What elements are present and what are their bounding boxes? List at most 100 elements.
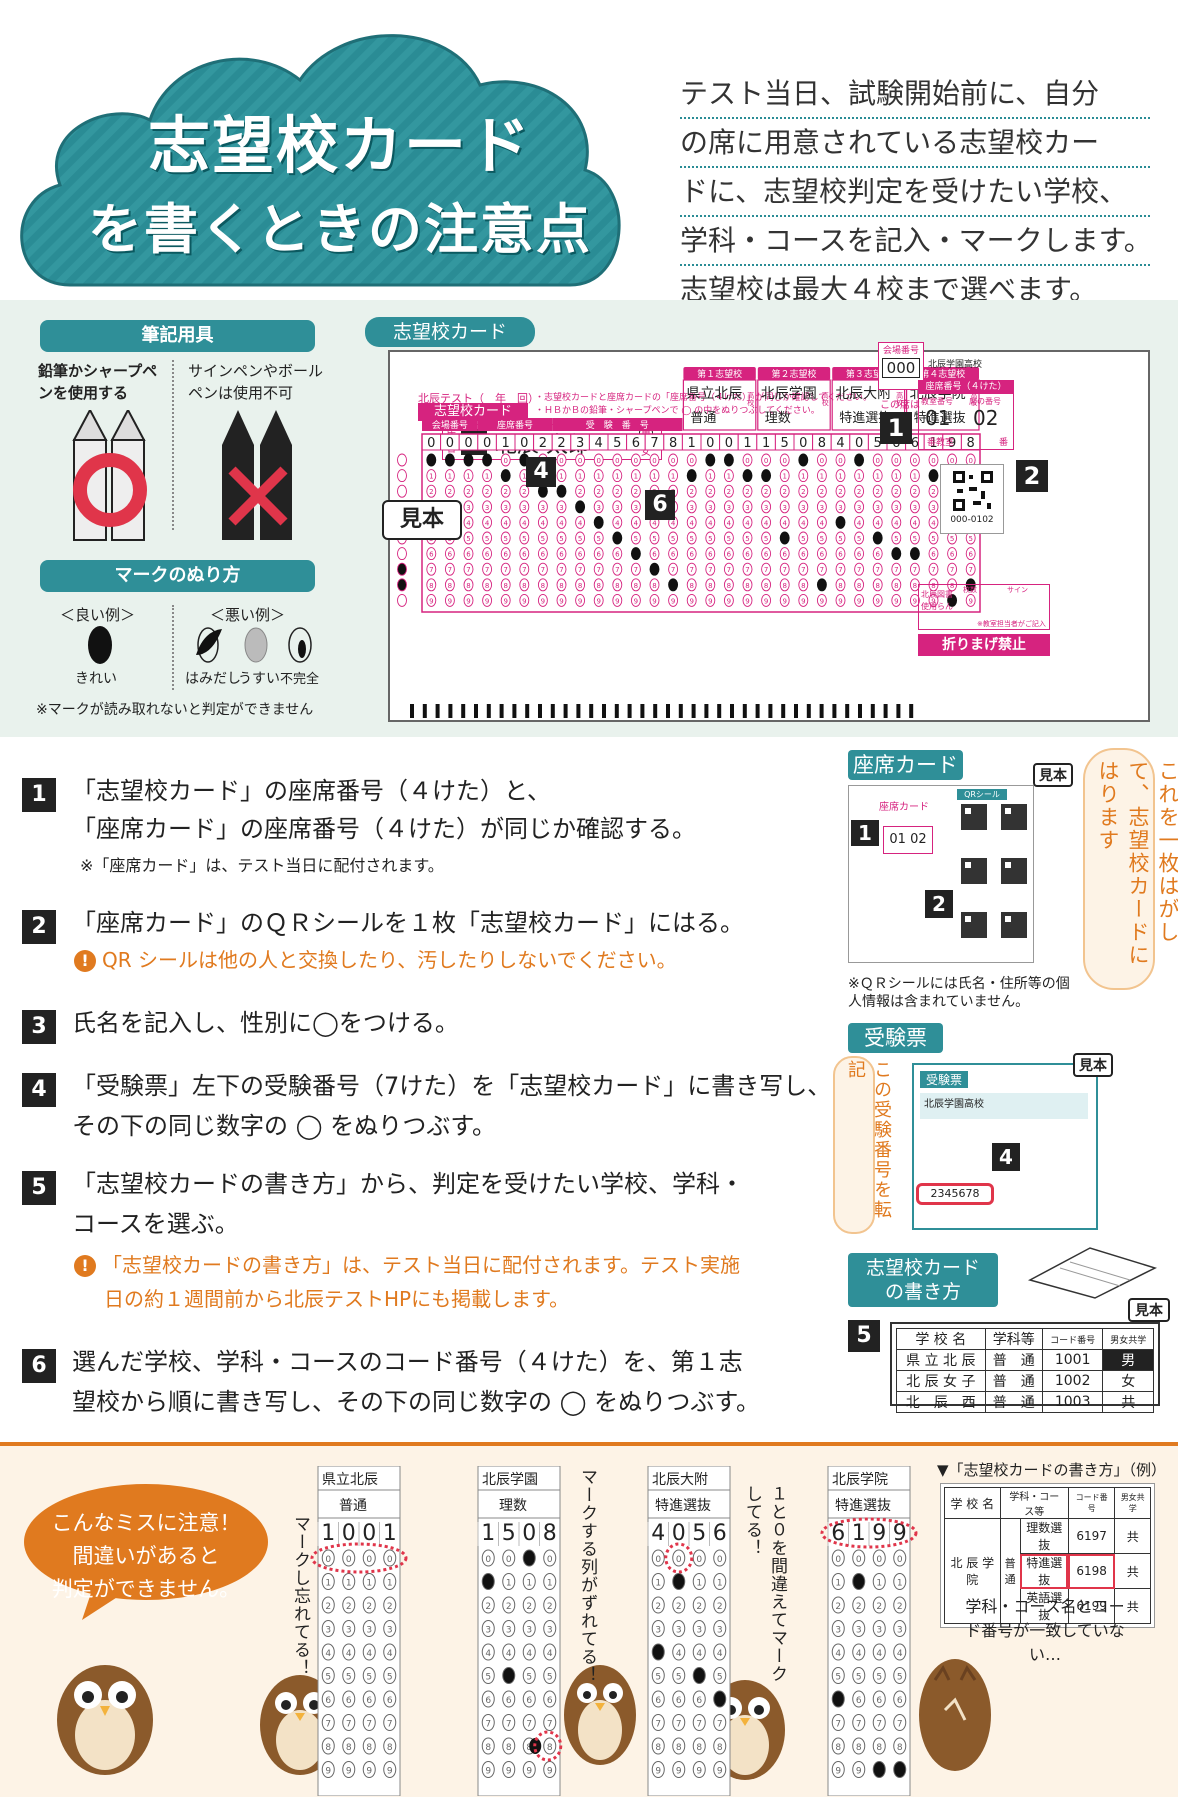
bubble-number: 5: [894, 535, 898, 543]
overflow-label: はみだし: [185, 671, 241, 687]
bubble-number: 6: [838, 551, 843, 559]
mini-code-digit: 0: [362, 1521, 376, 1546]
choice-label: 第４志望校: [920, 368, 965, 380]
sample-stamp: 見本: [382, 500, 462, 540]
bubble-grid: 会場番号座席番号受 験 番 号第１志望校県立北辰普通高校第２志望校北辰学園理数高…: [397, 367, 981, 718]
mini-bubble: [692, 1737, 706, 1755]
timing-mark: [678, 704, 683, 718]
mini-bubble: [543, 1643, 557, 1661]
mini-bubble-number: 4: [366, 1649, 372, 1659]
digit-value: 1: [929, 436, 937, 451]
mini-bubble: [672, 1667, 686, 1684]
bubble: [575, 593, 586, 607]
mini-bubble: [362, 1573, 376, 1590]
digit-value: 0: [706, 436, 714, 451]
mini-bubble: [831, 1667, 845, 1684]
mistake-card-2: 北辰学園理数1023456789501234678901234567898012…: [477, 1466, 563, 1796]
mini-bubble-number: 7: [325, 1720, 331, 1730]
mini-bubble: [872, 1549, 886, 1567]
bubble: [444, 562, 455, 576]
bubble-number: 8: [838, 582, 842, 590]
bubble-filled: [556, 484, 567, 498]
bubble-number: 2: [596, 488, 600, 496]
venue-box: 会場番号 000: [878, 342, 924, 390]
bubble: [854, 562, 865, 576]
howto-header: 男女共学: [1102, 1328, 1154, 1350]
mini-bubble-number: 3: [897, 1626, 903, 1636]
mini-bubble: [831, 1549, 845, 1567]
digit-value: 5: [781, 436, 789, 451]
library-label: 北辰図書使用らん: [921, 590, 953, 611]
bubble-number: 8: [615, 582, 619, 590]
mini-bubble: [893, 1667, 907, 1684]
bubble-filled: [761, 469, 772, 483]
timing-mark: [653, 704, 658, 718]
mini-course: 理数: [499, 1498, 527, 1514]
bubble-number: 2: [913, 488, 917, 496]
mini-bubble-number: 6: [547, 1696, 553, 1706]
bubble: [705, 531, 716, 545]
table-cell: 1003: [1041, 1391, 1104, 1413]
bad-example-label: ＜悪い例＞: [210, 606, 286, 624]
bubble-number: 8: [596, 582, 600, 590]
bubble-number: 6: [857, 551, 862, 559]
timing-mark: [602, 704, 606, 718]
bubble-number: 9: [559, 597, 563, 605]
bubble-number: 3: [745, 504, 749, 512]
mini-bubble: [872, 1643, 886, 1661]
step-4-line: その下の同じ数字の ◯ をぬりつぶす。: [72, 1112, 496, 1140]
bubble: [426, 562, 437, 576]
choice-box: [757, 379, 831, 431]
bubble-number: 6: [522, 551, 527, 559]
group-header-bg: [422, 418, 478, 431]
bubble-number: 1: [634, 473, 638, 481]
bubble: [909, 453, 920, 467]
divider: [172, 605, 174, 690]
bubble: [426, 593, 437, 607]
sign-label: サイン: [1007, 586, 1028, 594]
mini-bubble-number: 5: [876, 1673, 882, 1683]
mini-bubble-number: 3: [485, 1626, 491, 1636]
mini-bubble-number: 8: [835, 1743, 841, 1753]
timing-mark: [499, 704, 504, 718]
bubble-number: 9: [857, 597, 861, 605]
choice-box: [831, 379, 906, 431]
howto-label-line-2: の書き方: [884, 1281, 961, 1303]
bubble-number: 2: [429, 488, 433, 496]
mini-bubble: [852, 1737, 866, 1755]
intro-line: 学科・コースを記入・マークします。: [680, 217, 1152, 266]
qr-seal-label: QRシール: [957, 789, 1007, 800]
mini-bubble: [481, 1737, 495, 1755]
mini-course: 普通: [339, 1498, 367, 1514]
mini-bubble-number: 9: [547, 1767, 553, 1777]
mini-bubble-number: 2: [676, 1602, 682, 1612]
sample-badge: 見本: [1128, 1298, 1170, 1322]
bubble: [519, 593, 530, 607]
bubble-number: 7: [634, 566, 638, 574]
mini-bubble-number: 6: [346, 1696, 352, 1706]
mini-bubble-number: 5: [485, 1673, 491, 1683]
mini-bubble: [362, 1549, 376, 1567]
mini-bubble: [362, 1667, 376, 1684]
bubble-number: 3: [559, 504, 563, 512]
bubble: [426, 547, 437, 561]
step-4-number: 4: [22, 1073, 56, 1107]
bubble: [519, 515, 530, 529]
bubble-number: 5: [522, 535, 526, 543]
mini-bubble: [651, 1690, 665, 1708]
mini-bubble-number: 2: [856, 1602, 862, 1612]
bubble-filled: [723, 453, 734, 467]
mini-bubble: [543, 1761, 557, 1778]
mini-bubble-number: 6: [876, 1696, 882, 1706]
mini-bubble-number: 9: [856, 1767, 862, 1777]
mini-bubble-number: 0: [717, 1555, 723, 1565]
mini-bubble-number: 9: [387, 1767, 393, 1777]
mini-bubble-number: 3: [366, 1626, 372, 1636]
bubble-number: 1: [875, 473, 879, 481]
bubble-number: 3: [913, 504, 917, 512]
bubble-filled: [854, 453, 865, 467]
mini-bubble-number: 1: [717, 1579, 723, 1589]
bubble: [575, 578, 586, 592]
bubble: [854, 515, 865, 529]
mini-bubble-number: 5: [835, 1673, 841, 1683]
